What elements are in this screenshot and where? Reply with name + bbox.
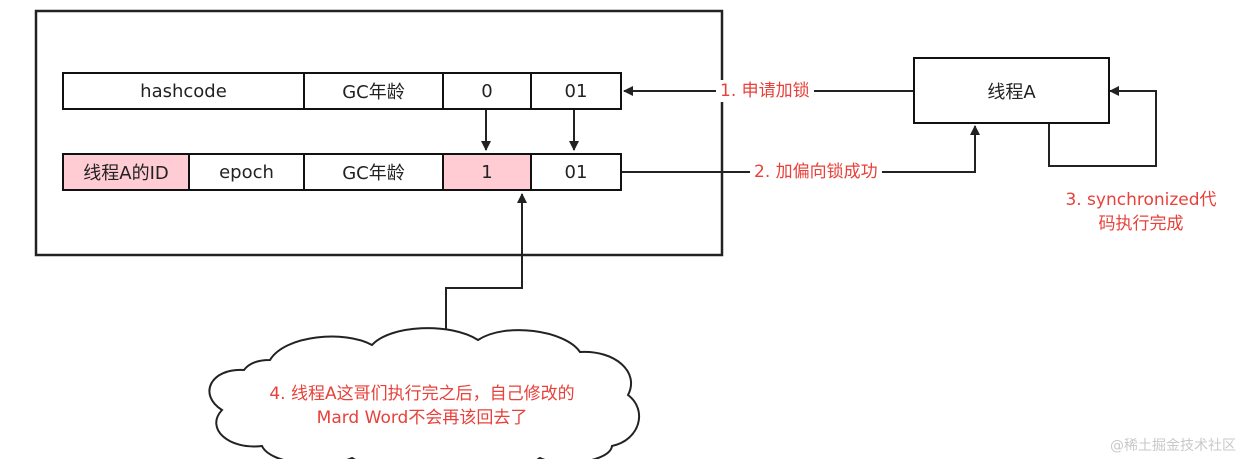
epoch-cell: epoch [190, 155, 305, 189]
gc-age-cell: GC年龄 [305, 74, 444, 108]
step4-line1: 4. 线程A这哥们执行完之后，自己修改的 [269, 384, 575, 404]
thread-a-box: 线程A [913, 57, 1110, 124]
mark-word-row-unlocked: hashcode GC年龄 0 01 [62, 72, 622, 110]
arrow-bias-success [622, 125, 980, 173]
hashcode-cell: hashcode [64, 74, 305, 108]
cloud-shape [208, 327, 641, 459]
arrow-sync-complete [1048, 86, 1157, 167]
step3-line1: 3. synchronized代 [1065, 190, 1217, 210]
step1-label: 1. 申请加锁 [716, 80, 814, 102]
thread-a-label: 线程A [987, 81, 1036, 103]
step3-line2: 码执行完成 [1098, 214, 1184, 234]
arrow-note-to-bias [445, 193, 527, 333]
step4-label: 4. 线程A这哥们执行完之后，自己修改的 Mard Word不会再该回去了 [222, 382, 622, 430]
gc-age-cell: GC年龄 [305, 155, 444, 189]
mark-word-container [34, 9, 724, 257]
step2-label: 2. 加偏向锁成功 [750, 161, 882, 183]
step3-label: 3. synchronized代 码执行完成 [1046, 188, 1236, 236]
lock-flag-cell: 01 [532, 155, 622, 189]
biased-flag-cell: 0 [444, 74, 532, 108]
thread-id-cell: 线程A的ID [64, 155, 190, 189]
watermark: @稀土掘金技术社区 [1110, 438, 1236, 454]
mark-word-row-biased: 线程A的ID epoch GC年龄 1 01 [62, 153, 622, 191]
lock-flag-cell: 01 [532, 74, 622, 108]
biased-flag-cell: 1 [444, 155, 532, 189]
step4-line2: Mard Word不会再该回去了 [316, 408, 528, 428]
